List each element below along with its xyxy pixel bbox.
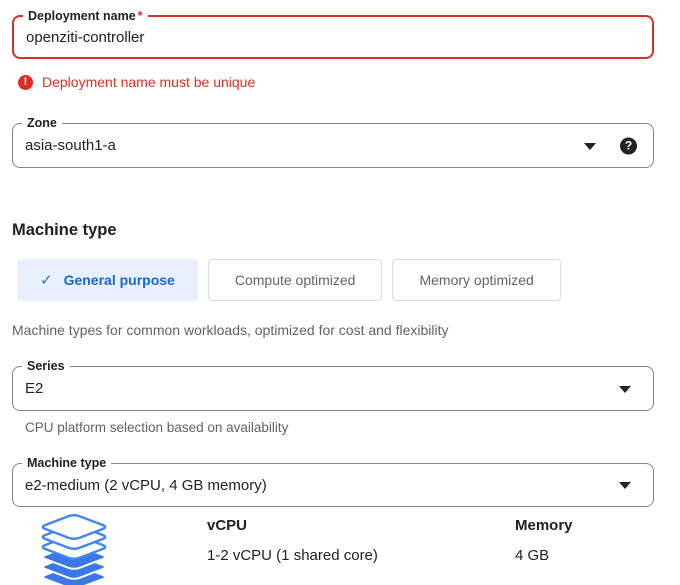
tab-label: Compute optimized [234, 272, 356, 288]
dropdown-arrow-icon[interactable] [584, 142, 596, 150]
machine-type-value: e2-medium (2 vCPU, 4 GB memory) [25, 476, 267, 494]
memory-column: Memory 4 GB [515, 517, 573, 564]
machine-type-label: Machine type [22, 455, 112, 472]
series-select[interactable]: Series E2 [12, 358, 654, 411]
memory-value: 4 GB [515, 547, 550, 564]
tab-label: Memory optimized [419, 272, 534, 288]
series-value: E2 [25, 380, 44, 397]
series-label: Series [22, 358, 70, 375]
vcpu-value: 1-2 vCPU (1 shared core) [207, 547, 378, 564]
tab-general-purpose[interactable]: ✓ General purpose [17, 259, 198, 301]
deployment-name-input[interactable] [26, 22, 626, 52]
tab-compute-optimized[interactable]: Compute optimized [207, 259, 383, 301]
deployment-name-label-text: Deployment name [28, 9, 136, 23]
tab-memory-optimized[interactable]: Memory optimized [392, 259, 561, 301]
deployment-name-error: ! Deployment name must be unique [18, 74, 255, 90]
layers-icon [37, 508, 111, 585]
zone-value: asia-south1-a [25, 137, 116, 154]
vcpu-header: vCPU [207, 517, 248, 534]
deployment-name-field[interactable]: Deployment name* [12, 8, 654, 59]
machine-type-description: Machine types for common workloads, opti… [12, 322, 449, 338]
zone-select[interactable]: Zone asia-south1-a ? [12, 115, 654, 168]
vcpu-column: vCPU 1-2 vCPU (1 shared core) [207, 517, 378, 564]
series-helper-text: CPU platform selection based on availabi… [25, 420, 289, 435]
machine-specs-row: vCPU 1-2 vCPU (1 shared core) Memory 4 G… [0, 508, 680, 585]
help-icon[interactable]: ? [620, 137, 637, 154]
dropdown-arrow-icon[interactable] [619, 385, 631, 393]
error-icon: ! [18, 74, 33, 90]
deployment-name-label: Deployment name* [23, 8, 148, 25]
zone-label: Zone [22, 115, 62, 132]
tab-label: General purpose [63, 272, 175, 288]
check-icon: ✓ [40, 272, 53, 289]
required-asterisk: * [137, 9, 143, 23]
machine-family-tabs: ✓ General purpose Compute optimized Memo… [17, 259, 561, 301]
memory-header: Memory [515, 517, 573, 534]
machine-type-heading: Machine type [12, 221, 117, 239]
dropdown-arrow-icon[interactable] [619, 482, 631, 489]
machine-type-select[interactable]: Machine type e2-medium (2 vCPU, 4 GB mem… [12, 455, 654, 507]
error-message: Deployment name must be unique [42, 74, 256, 90]
